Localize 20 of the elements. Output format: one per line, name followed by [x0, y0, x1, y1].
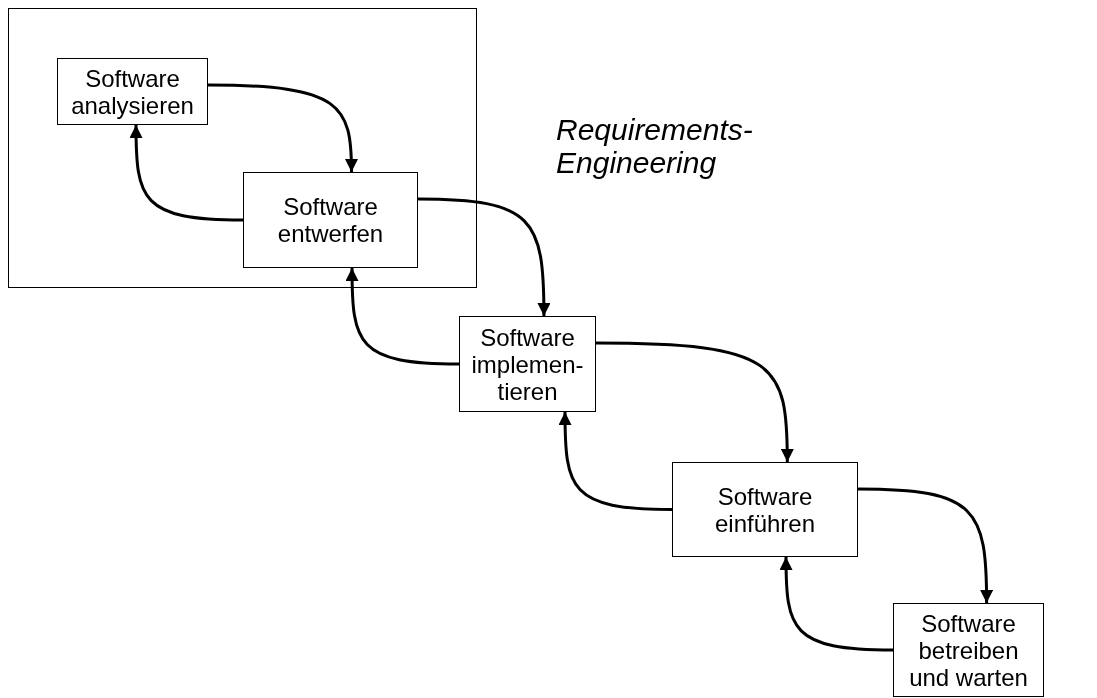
curved-arrow	[417, 197, 551, 316]
box-label: Software betreiben und warten	[908, 609, 1029, 691]
curved-arrow	[779, 557, 894, 652]
process-box	[893, 603, 1044, 697]
curved-arrow	[558, 412, 673, 511]
process-box	[459, 316, 596, 412]
box-label: Software einführen	[713, 482, 817, 537]
box-label: Software implemen- tieren	[470, 323, 585, 405]
box-label: Software entwerfen	[276, 193, 385, 247]
curved-arrow	[345, 268, 460, 366]
curved-arrow	[857, 487, 993, 603]
curved-arrow	[207, 83, 358, 173]
curved-arrow	[129, 125, 244, 222]
process-box	[243, 172, 418, 268]
group-box	[8, 8, 477, 288]
curved-arrow	[596, 341, 794, 463]
process-box	[672, 462, 858, 557]
process-box	[57, 58, 208, 125]
phase-label: Requirements-Engineering	[556, 113, 754, 179]
box-label: Software analysieren	[70, 64, 195, 119]
